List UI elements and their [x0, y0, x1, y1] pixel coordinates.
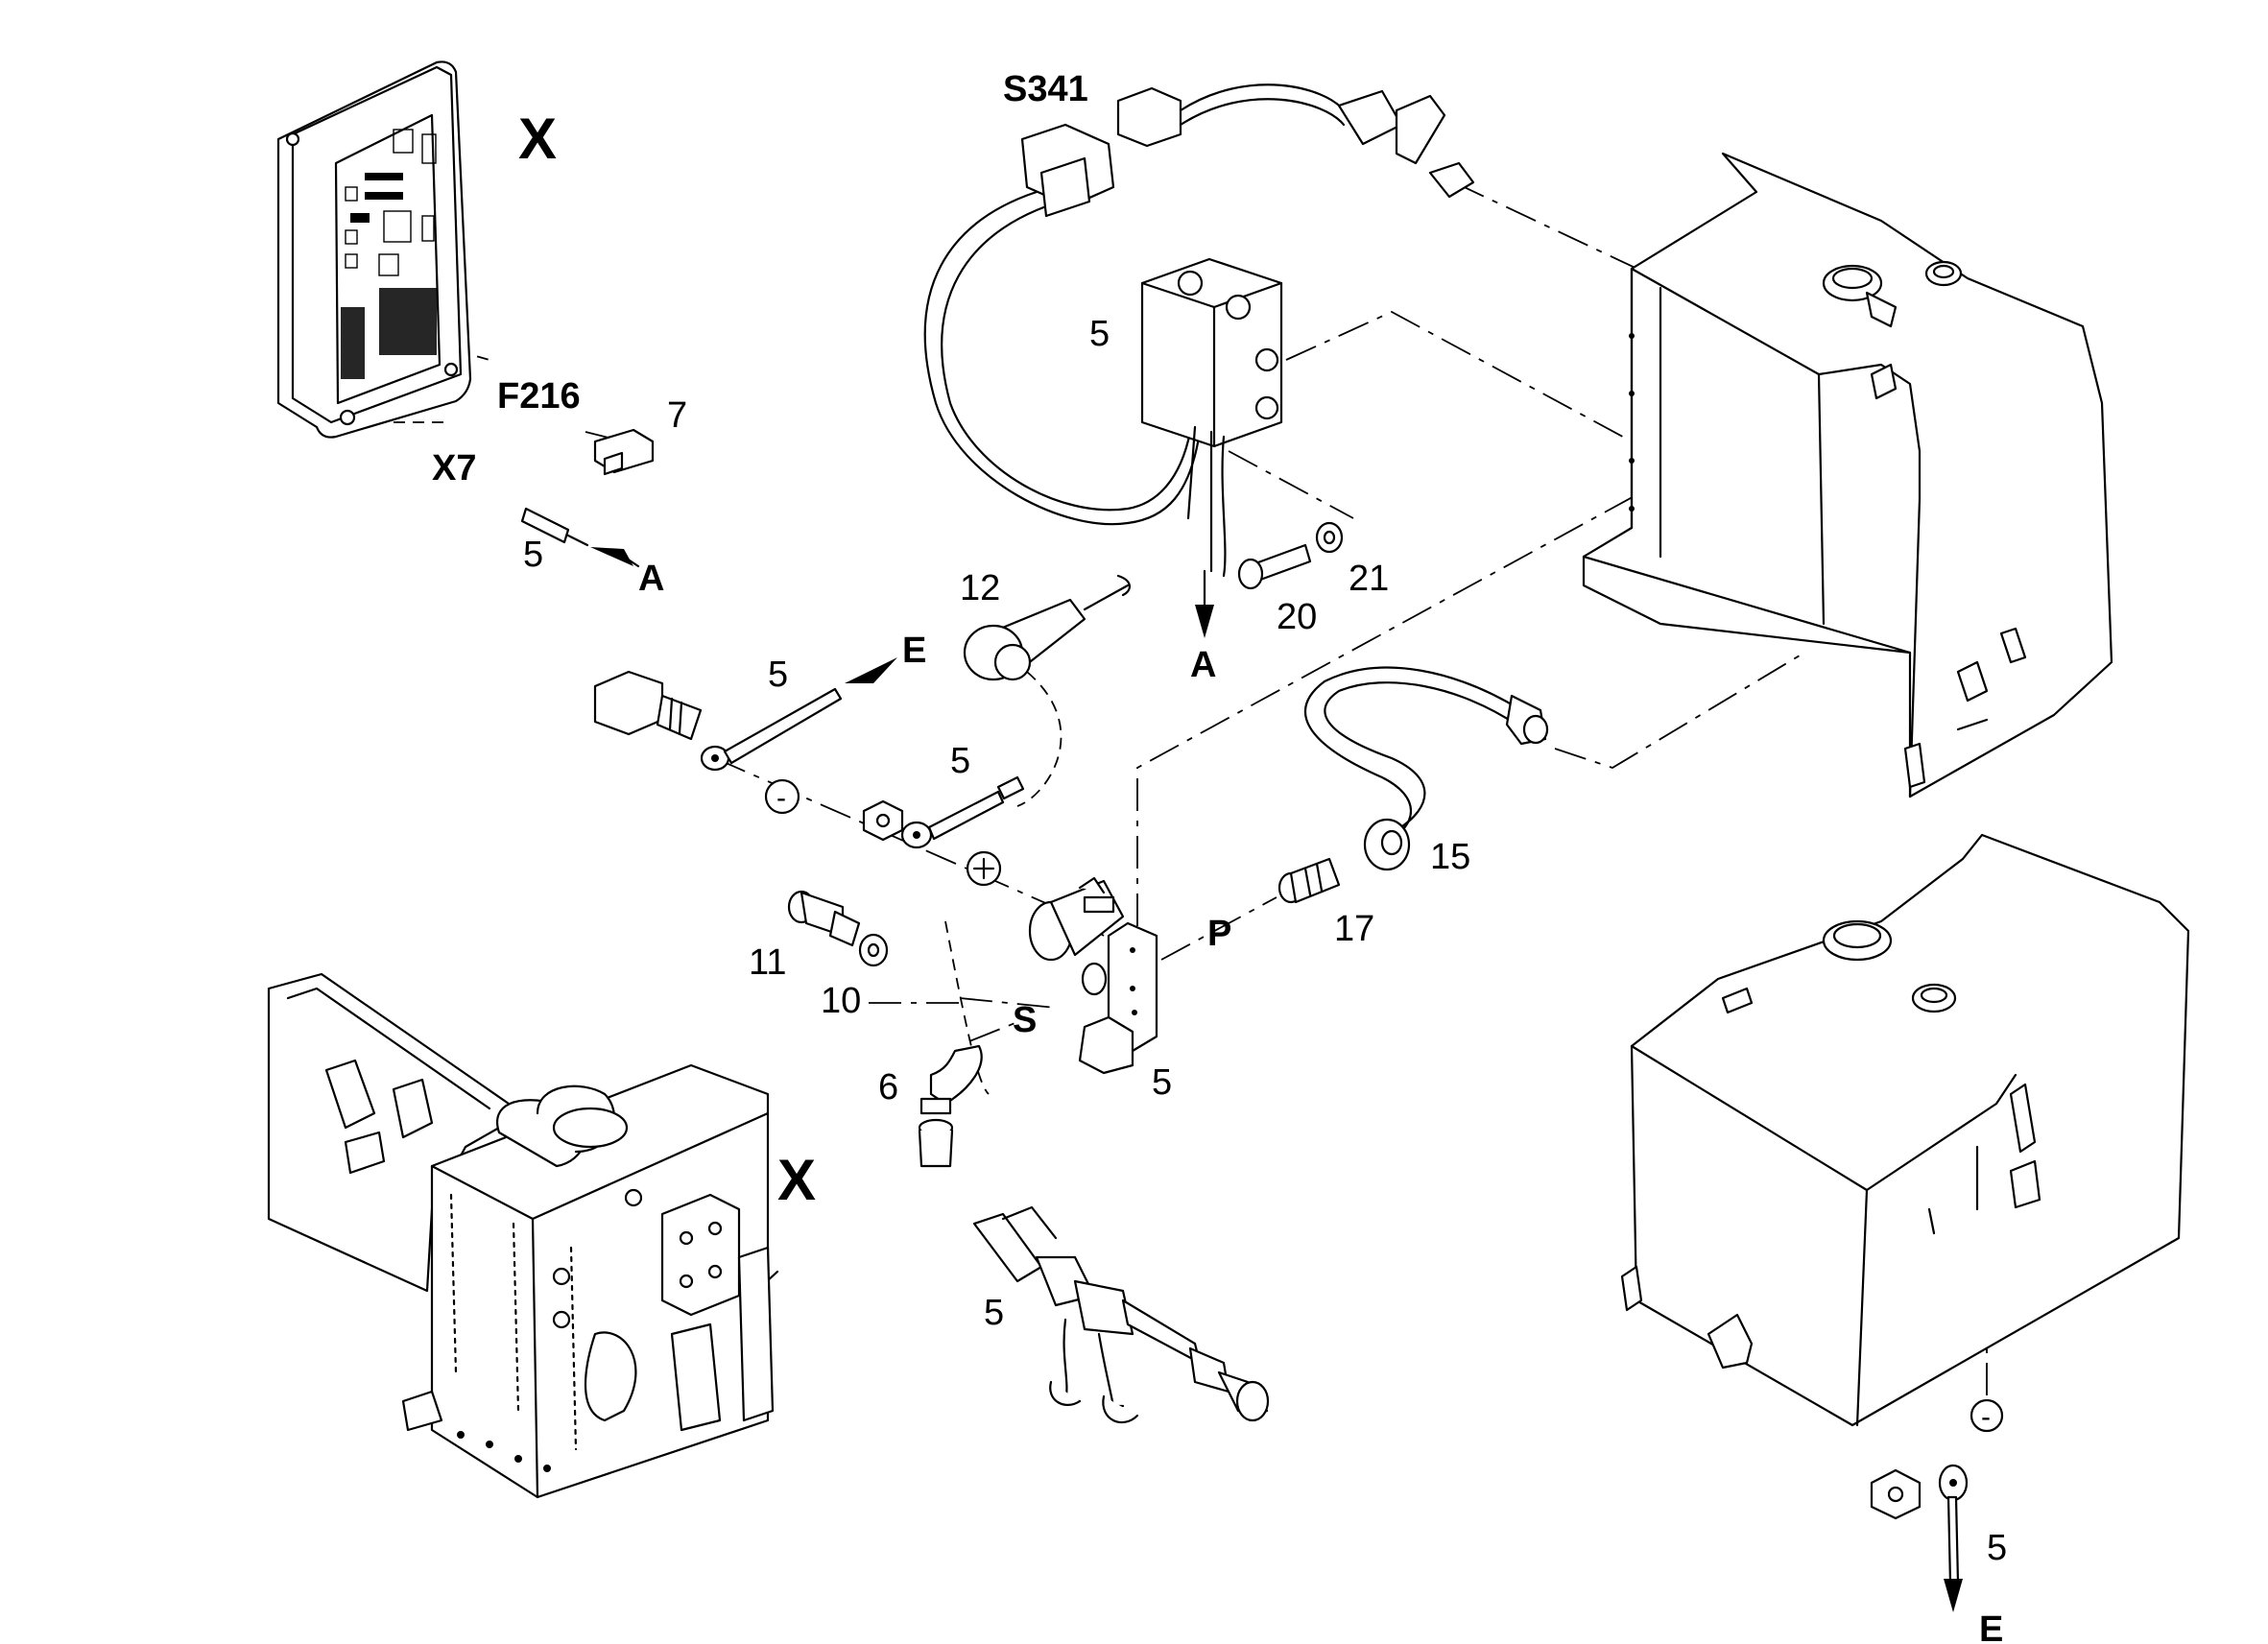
elbow-6: [918, 1044, 983, 1168]
nut-ground: [1870, 1468, 1922, 1520]
part-number-12: 12: [960, 568, 1000, 608]
minus-symbol-right: -: [1970, 1398, 2004, 1433]
washer-10: [858, 933, 889, 967]
part-number-5-bracket: 5: [1152, 1062, 1172, 1103]
label-a-center: A: [1190, 645, 1216, 685]
part-number-6: 6: [878, 1067, 898, 1108]
label-a-left: A: [638, 559, 664, 599]
minus-symbol-left: -: [764, 778, 800, 815]
part-number-5-valve: 5: [984, 1293, 1004, 1333]
ground-cable-e-left: [700, 657, 897, 772]
washer-21: [1315, 521, 1344, 554]
label-e-bottom: E: [1979, 1609, 2003, 1644]
svg-text:-: -: [776, 782, 786, 814]
drain-valve-assembly: [972, 1205, 1270, 1424]
chassis-frame: [267, 972, 775, 1499]
label-p: P: [1207, 914, 1231, 954]
hydraulic-tank-bottom: [1620, 833, 2190, 1427]
ground-cable-e-right: [1938, 1464, 1969, 1612]
label-x-bottom: X: [777, 1148, 816, 1212]
arrow-a-center: [1195, 569, 1214, 638]
part-number-5-control-box: 5: [1089, 314, 1110, 354]
part-number-5-e-cable: 5: [768, 655, 788, 695]
nut-plus: [862, 799, 904, 842]
bolt-20: [1237, 543, 1312, 590]
pressure-sensor: [1028, 876, 1125, 962]
part-number-10: 10: [821, 981, 861, 1021]
arrow-a-left: [590, 547, 640, 568]
part-number-11: 11: [749, 942, 786, 983]
fitting-17: [1277, 857, 1341, 904]
hydraulic-tank-top: [1582, 152, 2113, 798]
hex-bolt: [593, 670, 703, 741]
sensor-bracket: [1078, 921, 1158, 1075]
plus-symbol: [966, 850, 1002, 887]
connector-x7: [520, 507, 589, 547]
sensor-cable-s341: [923, 83, 1475, 526]
svg-text:-: -: [1981, 1401, 1991, 1433]
label-s341: S341: [1003, 69, 1088, 109]
label-e-top: E: [902, 631, 926, 671]
part-number-21: 21: [1349, 559, 1389, 599]
part-number-5-plus-cable: 5: [950, 741, 970, 781]
part-number-15: 15: [1430, 837, 1470, 877]
label-s: S: [1013, 1000, 1037, 1040]
positive-cable: [900, 775, 1025, 849]
label-x-top: X: [518, 107, 557, 171]
part-number-17: 17: [1334, 909, 1374, 949]
cable-end-12: [963, 574, 1131, 681]
label-x7: X7: [432, 448, 476, 488]
control-box: [1140, 257, 1283, 578]
label-f216: F216: [497, 376, 581, 417]
bolt-11: [787, 890, 861, 947]
hose-15: [1304, 666, 1549, 871]
part-number-20: 20: [1277, 597, 1317, 637]
part-number-5-ground: 5: [1987, 1528, 2007, 1568]
part-number-5-x7: 5: [523, 535, 543, 575]
fuse-f216: [593, 428, 655, 476]
electronics-box-x: [276, 60, 472, 439]
part-number-7: 7: [667, 395, 687, 436]
